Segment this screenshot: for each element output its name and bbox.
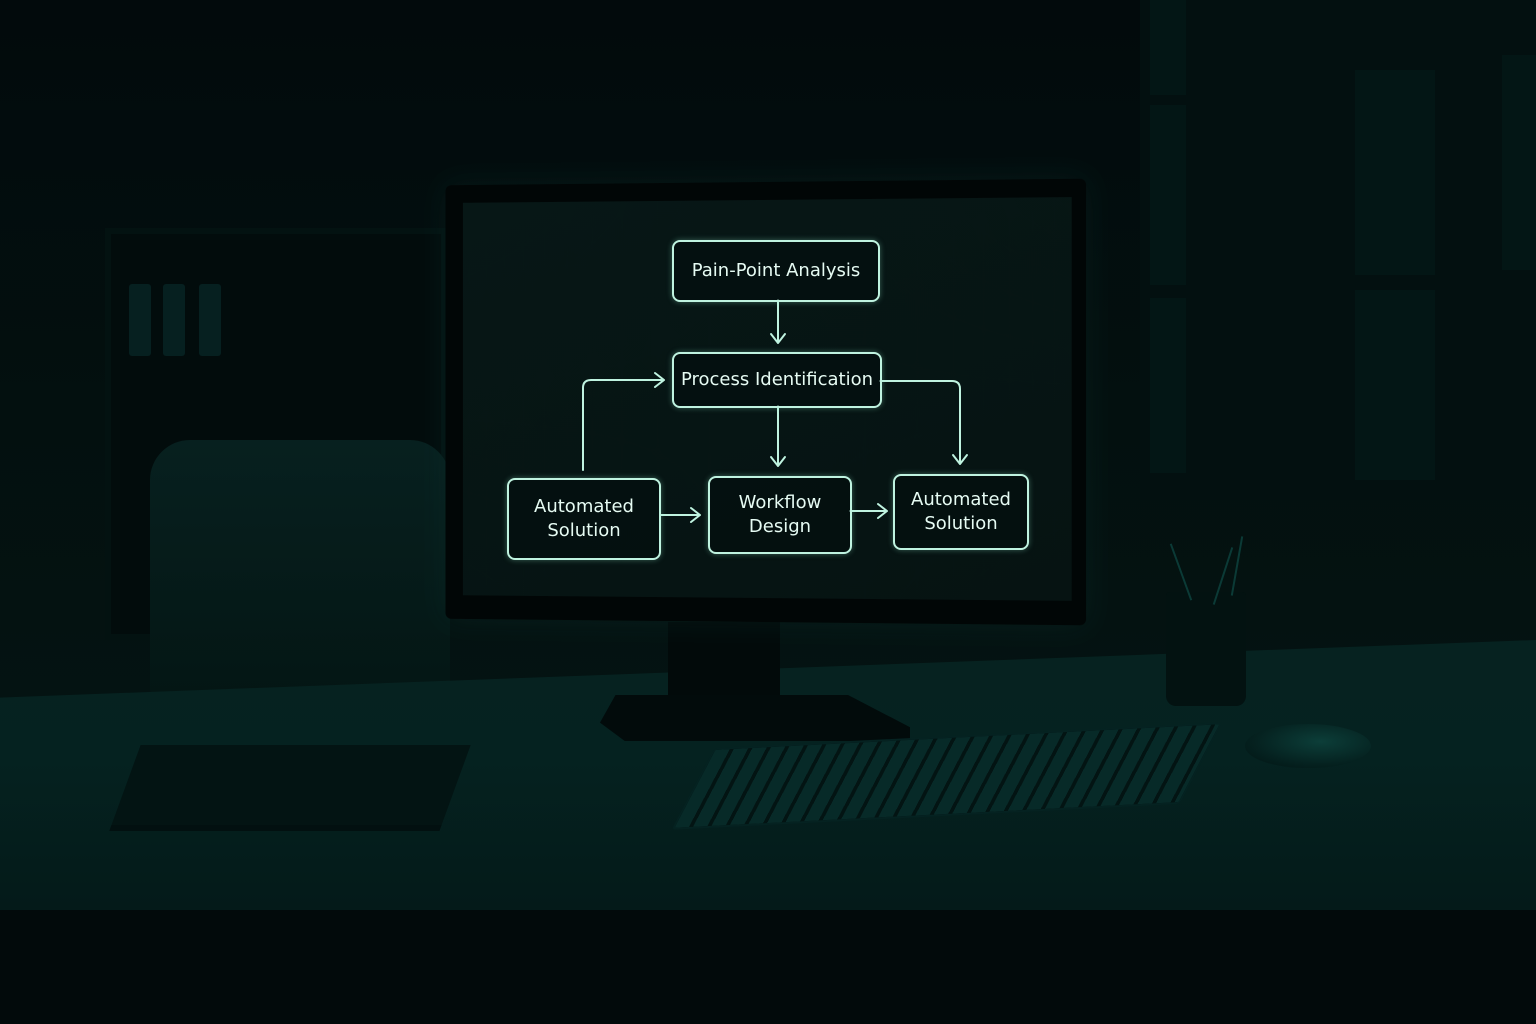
node-label: Automated Solution bbox=[534, 496, 634, 541]
binder bbox=[199, 284, 221, 356]
node-automated-solution-left: Automated Solution bbox=[507, 478, 661, 560]
node-label: Workflow Design bbox=[738, 492, 822, 537]
monitor-stand-neck bbox=[668, 622, 780, 702]
monitor-stand-base bbox=[600, 695, 910, 741]
window-pane bbox=[1150, 0, 1186, 95]
node-automated-solution-right: Automated Solution bbox=[893, 474, 1029, 550]
desk-edge bbox=[0, 910, 1536, 1024]
notebook bbox=[109, 745, 471, 831]
window-pane bbox=[1502, 55, 1536, 270]
pen-cup bbox=[1166, 592, 1246, 706]
node-workflow-design: Workflow Design bbox=[708, 476, 852, 554]
node-label: Automated Solution bbox=[911, 489, 1011, 534]
mouse bbox=[1245, 724, 1371, 768]
node-pain-point-analysis: Pain-Point Analysis bbox=[672, 240, 880, 302]
office-chair bbox=[150, 440, 450, 700]
node-process-identification: Process Identification bbox=[672, 352, 882, 408]
binder bbox=[163, 284, 185, 356]
window-pane bbox=[1355, 70, 1435, 275]
window bbox=[1140, 0, 1536, 500]
node-label: Pain-Point Analysis bbox=[691, 260, 861, 281]
window-pane bbox=[1150, 298, 1186, 473]
node-label: Process Identification bbox=[680, 369, 874, 390]
binder bbox=[129, 284, 151, 356]
window-pane bbox=[1150, 105, 1186, 285]
window-pane bbox=[1355, 290, 1435, 480]
